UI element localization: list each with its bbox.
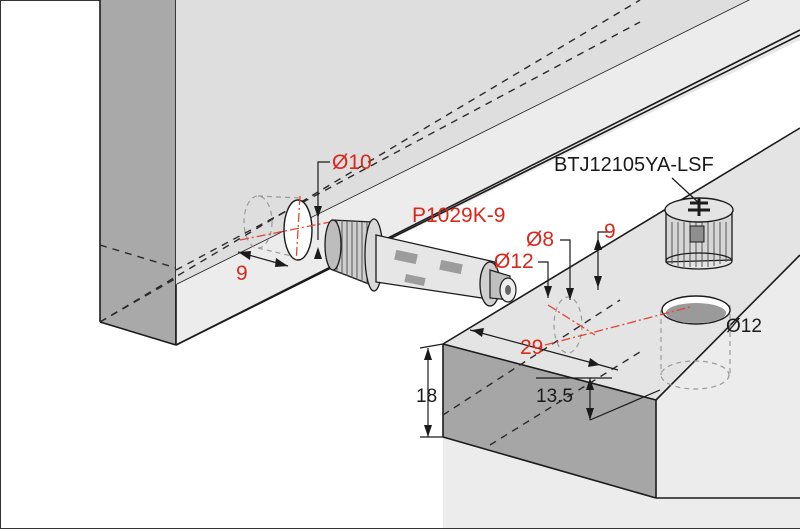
bolt-hole-ghost bbox=[239, 195, 331, 265]
cam-part-label: BTJ12105YA-LSF bbox=[554, 154, 714, 176]
cam-hole bbox=[544, 295, 731, 390]
tip-offset-label: 9 bbox=[604, 220, 616, 243]
bolt-part-label: P1029K-9 bbox=[412, 204, 505, 227]
bolt-tip-dia-label: Ø8 bbox=[526, 228, 554, 251]
bolt-hole-dia-label: Ø10 bbox=[332, 151, 372, 174]
dimension-lines bbox=[237, 161, 701, 438]
vertical-panel-side bbox=[100, 0, 176, 345]
panel-thickness-label: 18 bbox=[416, 386, 437, 407]
bolt-part bbox=[324, 218, 517, 307]
cam-hole-dia-label: Ø12 bbox=[726, 316, 762, 337]
bolt-length-label: 29 bbox=[520, 336, 543, 359]
bolt-head-dia-label: Ø12 bbox=[494, 250, 534, 273]
cam-offset-label: 13.5 bbox=[536, 386, 573, 407]
cam-part bbox=[664, 197, 734, 270]
bolt-hole-depth-label: 9 bbox=[236, 262, 248, 285]
